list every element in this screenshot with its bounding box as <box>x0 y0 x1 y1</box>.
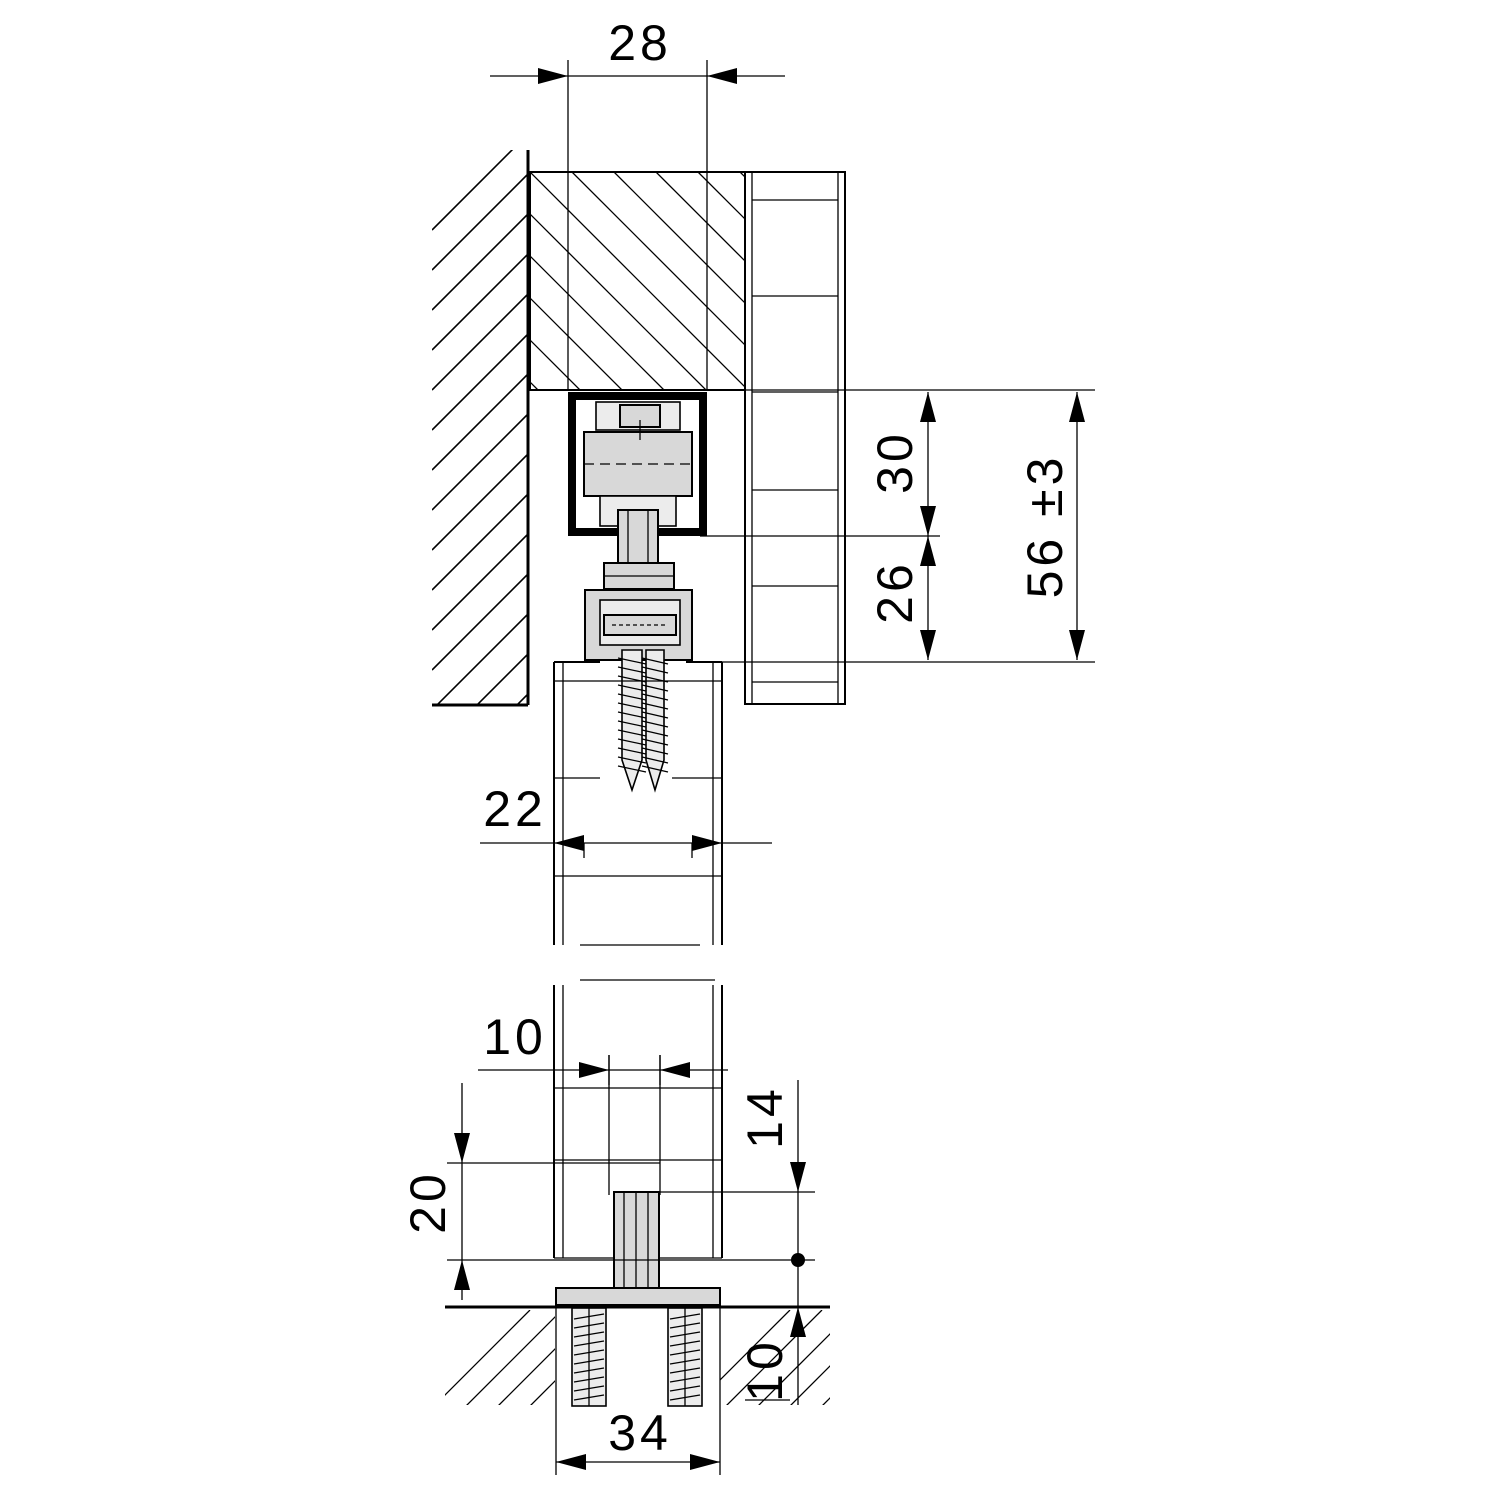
dim-label-22: 22 <box>483 781 547 837</box>
dimension-floor-recess: 10 <box>737 1307 806 1402</box>
dimension-rail-width: 28 <box>490 15 785 84</box>
dim-label-10-groove: 10 <box>483 1009 547 1065</box>
dimension-heights: 30 26 <box>867 392 936 660</box>
dim-label-34: 34 <box>608 1405 672 1461</box>
floor-guide <box>555 1191 721 1306</box>
dimension-guide-base: 34 <box>556 1405 720 1470</box>
dimension-total-height: 56 ±3 <box>1017 392 1085 660</box>
dim-label-56: 56 ±3 <box>1017 454 1073 599</box>
dim-label-28: 28 <box>608 15 672 71</box>
floor-dowels <box>571 1307 703 1407</box>
dimension-groove-width: 10 <box>478 1009 728 1078</box>
door-panel-bottom <box>553 979 723 1259</box>
dim-label-30: 30 <box>867 430 923 494</box>
door-screws <box>617 649 669 793</box>
mounting-block <box>529 171 746 391</box>
track-profile <box>568 392 707 536</box>
dim-label-20: 20 <box>400 1170 456 1234</box>
hanger-bolt <box>584 509 693 661</box>
fascia-panel <box>744 171 846 705</box>
wall-section <box>432 150 530 707</box>
dimension-guide-height: 20 <box>400 1083 470 1300</box>
floor-section <box>445 1305 830 1475</box>
dim-label-14: 14 <box>737 1085 793 1149</box>
dim-label-10-floor: 10 <box>737 1338 793 1402</box>
dimension-door-thickness: 22 <box>480 781 772 858</box>
dimension-guide-engagement: 14 <box>737 1080 806 1405</box>
extension-lines-top <box>530 60 1095 663</box>
dim-label-26: 26 <box>867 560 923 624</box>
